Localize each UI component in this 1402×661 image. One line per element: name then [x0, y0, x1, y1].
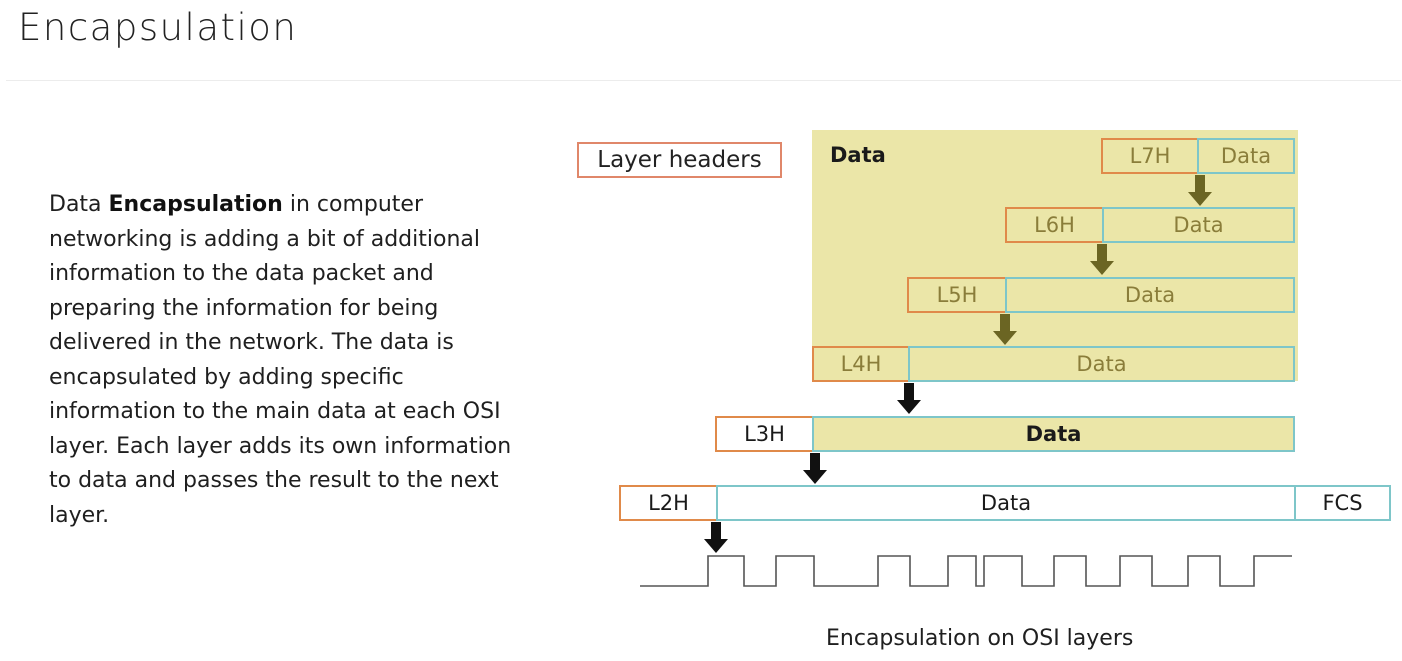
arrow-l5-to-l4	[993, 314, 1017, 345]
arrow-l4-to-l3	[897, 383, 921, 414]
legend-layer-headers: Layer headers	[577, 142, 782, 178]
l2-header-box: L2H	[619, 485, 718, 521]
arrow-l3-to-l2	[803, 453, 827, 484]
olive-arrows	[993, 175, 1212, 345]
l5-data-box: Data	[1005, 277, 1295, 313]
l3-header-box: L3H	[715, 416, 814, 452]
l2-fcs-box: FCS	[1294, 485, 1391, 521]
para-body: in computer networking is adding a bit o…	[49, 192, 512, 528]
l4-data-box: Data	[908, 346, 1295, 382]
upper-layers-band	[812, 130, 1298, 381]
description-paragraph: Data Encapsulation in computer networkin…	[49, 188, 519, 533]
slide-title: Encapsulation	[18, 6, 298, 49]
l7-header-box: L7H	[1101, 138, 1199, 174]
arrow-l2-to-signal	[704, 522, 728, 553]
arrow-l6-to-l5	[1090, 244, 1114, 275]
l4-header-box: L4H	[812, 346, 910, 382]
black-arrows	[704, 383, 921, 553]
l6-header-box: L6H	[1005, 207, 1104, 243]
para-bold-term: Encapsulation	[108, 192, 283, 217]
diagram-caption: Encapsulation on OSI layers	[826, 626, 1134, 651]
physical-signal-waveform	[640, 555, 1292, 587]
title-divider	[6, 80, 1401, 81]
l6-data-box: Data	[1102, 207, 1295, 243]
l2-data-box: Data	[716, 485, 1296, 521]
l3-data-box: Data	[812, 416, 1295, 452]
l7-data-box: Data	[1197, 138, 1295, 174]
arrow-l7-to-l6	[1188, 175, 1212, 206]
para-lead: Data	[49, 192, 109, 217]
upper-band-label: Data	[830, 143, 886, 167]
l5-header-box: L5H	[907, 277, 1007, 313]
